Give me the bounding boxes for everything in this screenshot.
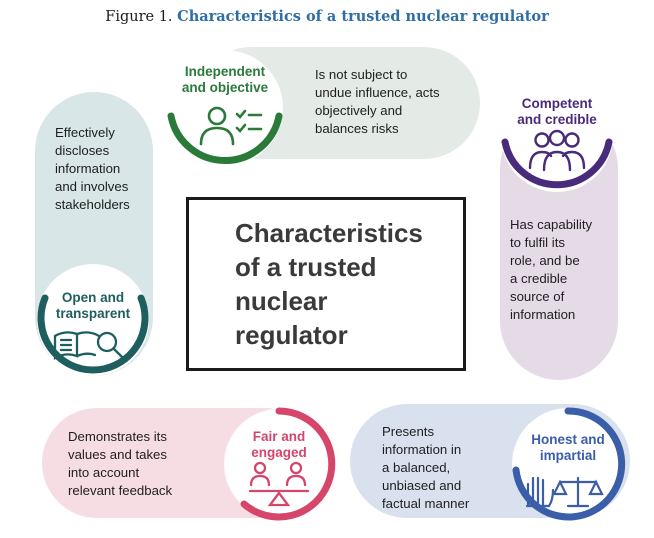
competent-label: Competent and credible [517, 96, 597, 127]
honest-label: Honest and impartial [531, 432, 605, 463]
fair-badge: Fair and engaged [220, 405, 338, 523]
independent-badge: Independent and objective [163, 46, 287, 170]
book-magnifier-icon [53, 331, 127, 362]
competent-badge: Competent and credible [497, 76, 617, 196]
honest-badge: Honest and impartial [508, 404, 628, 524]
open-label: Open and transparent [55, 290, 131, 321]
figure-caption: Figure 1. Characteristics of a trusted n… [0, 8, 654, 25]
independent-label: Independent and objective [181, 64, 269, 95]
hand-scales-icon [525, 476, 604, 508]
person-checklist-icon [199, 106, 263, 146]
caption-prefix: Figure 1. [105, 9, 173, 25]
people-balance-icon [248, 461, 310, 507]
group-icon [528, 129, 586, 172]
center-title: Characteristics of a trusted nuclear reg… [235, 218, 423, 350]
independent-description: Is not subject to undue influence, acts … [315, 67, 440, 136]
caption-title: Characteristics of a trusted nuclear reg… [177, 8, 549, 25]
open-badge: Open and transparent [33, 260, 153, 380]
center-box: Characteristics of a trusted nuclear reg… [186, 197, 466, 371]
open-description: Effectively discloses information and in… [55, 125, 130, 212]
fair-label: Fair and engaged [251, 429, 307, 460]
competent-description: Has capability to fulfil its role, and b… [510, 217, 593, 322]
honest-description: Presents information in a balanced, unbi… [382, 424, 470, 511]
fair-description: Demonstrates its values and takes into a… [68, 429, 173, 498]
